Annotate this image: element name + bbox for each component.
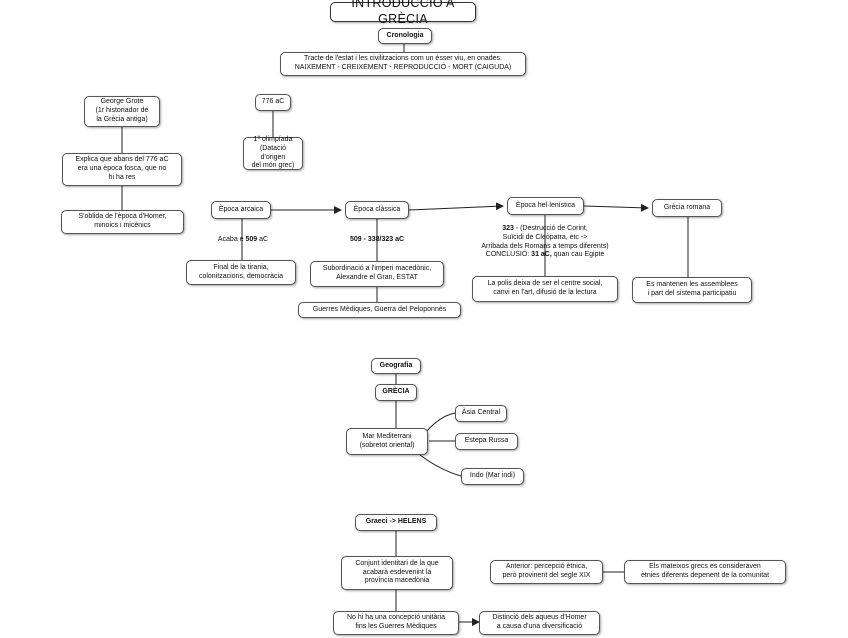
epoca-classica-node: Època clàssica [345,201,409,219]
distincio-node: Distinció dels aqueus d'Homer a causa d'… [479,611,600,635]
graeci-heading: Graeci -> HELENS [355,514,437,531]
romana-desc-node: Es mantenen les assemblees i part del si… [632,277,752,303]
hell-year: 323 [502,225,514,232]
olympiad-node: 1ª olimpíada (Datació d'origen del món g… [243,136,303,170]
arcaica-end-year: 509 [245,236,258,243]
arcaica-end-pre: Acaba e [217,236,246,243]
anterior-node: Anterior: percepció ètnica, però provine… [490,560,603,584]
hell-line3: Arribada dels Romans a temps diferents) [481,242,609,250]
conjunt-node: Conjunt identitari de la que acabarà esd… [341,556,453,590]
arcaica-desc-node: Final de la tirania, colonitzacions, dem… [186,260,296,285]
hell-conclusio: CONCLUSIÓ: [485,251,532,259]
estepa-russa-node: Estepa Russa [455,433,518,450]
grote-explains-node: Explica que abans del 776 aC era una èpo… [62,153,182,186]
arrow-classica-hellenistica [408,202,504,211]
grecia-romana-node: Grècia romana [652,199,722,217]
indo-node: Indo (Mar indi) [461,468,524,485]
arrow-hellenistica-romana [583,203,649,212]
hell-conclusio-year: 31 aC, [531,251,552,259]
hell-line1: 323 - (Destrucció de Corint, [470,225,620,234]
grecia-node: GRÈCIA [375,384,417,401]
asia-central-node: Àsia Central [455,405,507,422]
epoca-hellenistica-node: Època hel·lenística [507,197,584,215]
arcaica-end-post: aC [257,236,269,243]
classica-wars-node: Guerres Mèdiques, Guerra del Peloponnès [298,302,461,318]
geografia-heading: Geografia [371,358,421,374]
cronologia-heading: Cronologia [378,28,432,44]
classica-desc-node: Subordinació a l'imperi macedònic, Alexa… [310,261,444,287]
year-776-node: 776 aC [255,94,291,111]
mateixos-node: Els mateixos grecs es consideraven ètnie… [624,560,786,584]
hell-line2: Suïcidi de Cleòpatra, etc -> [502,233,588,241]
link-med-asia [425,412,456,433]
hellenistica-text: 323 - (Destrucció de Corint,Suïcidi de C… [470,225,620,260]
hell-line4: CONCLUSIÓ: 31 aC, quan cau Egipte [470,251,620,260]
hell-line1-rest: - (Destrucció de Corint, [513,225,588,232]
forgets-node: S'oblida de l'època d'Homer, minoics i m… [61,210,184,234]
arcaica-end-label: Acaba e 509 aC [203,236,283,245]
hell-conclusio-rest: quan cau Egipte [551,251,605,259]
page-title: INTRODUCCIÓ A GRÈCIA [330,0,476,26]
no-hi-ha-node: No hi ha una concepció unitària fins les… [333,611,459,635]
epoca-arcaica-node: Època arcaica [211,201,271,219]
link-med-indo [419,454,462,477]
grote-node: George Grote (1r historiador de la Grèci… [84,96,160,127]
classica-dates-label: 509 - 338/323 aC [349,236,405,243]
cronologia-intro: Tracte de l'estat i les civilitzacions c… [280,52,526,76]
mediterrani-node: Mar Mediterrani (sobretot oriental) [346,428,428,455]
hellenistica-desc-node: La polis deixa de ser el centre social, … [472,276,618,302]
